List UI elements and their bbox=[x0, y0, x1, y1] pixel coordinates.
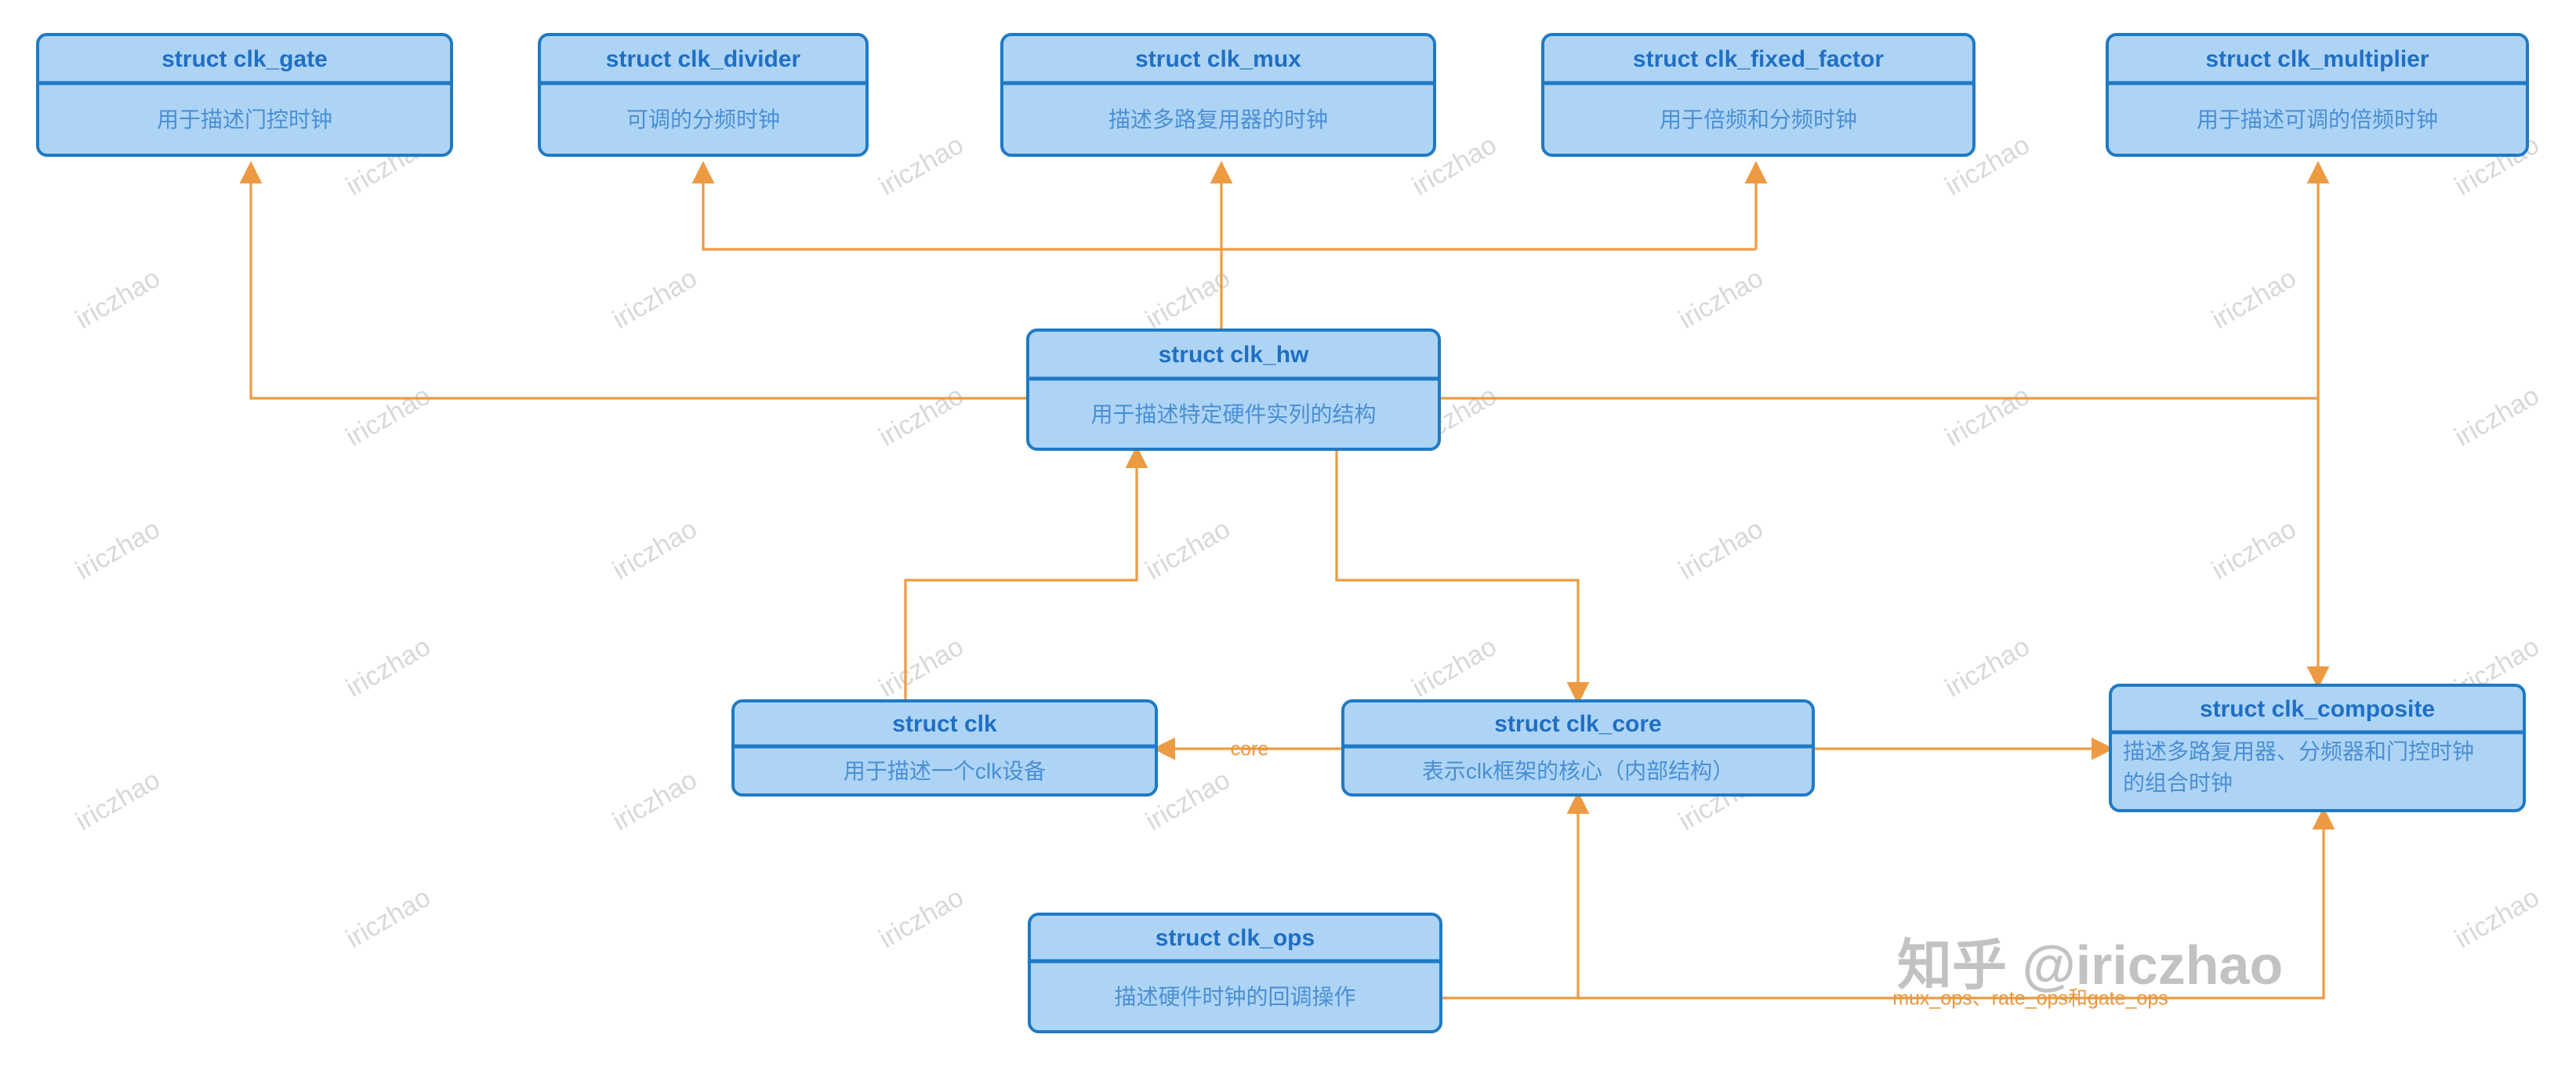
node-desc-clk_core: 表示clk框架的核心（内部结构） bbox=[1422, 759, 1734, 783]
edge-clk_ops-to-clk_composite bbox=[1578, 807, 2335, 1000]
edge-layer: core mux_ops、rate_ops和gate_ops bbox=[239, 161, 2335, 1010]
brand-watermark-text: 知乎 @iriczhao bbox=[1897, 935, 2283, 996]
node-box bbox=[36, 33, 453, 157]
node-clk_hw[interactable]: struct clk_hw 用于描述特定硬件实列的结构 bbox=[1026, 328, 1441, 451]
node-box bbox=[2106, 33, 2529, 157]
node-clk_ops[interactable]: struct clk_ops 描述硬件时钟的回调操作 bbox=[1028, 913, 1442, 1033]
node-title-clk_hw: struct clk_hw bbox=[1159, 342, 1309, 368]
node-clk[interactable]: struct clk 用于描述一个clk设备 bbox=[731, 699, 1158, 797]
node-title-clk_multiplier: struct clk_multiplier bbox=[2205, 46, 2429, 72]
node-clk_core[interactable]: struct clk_core 表示clk框架的核心（内部结构） bbox=[1341, 699, 1815, 797]
node-desc-clk_composite: 的组合时钟 bbox=[2123, 771, 2233, 795]
node-title-clk_divider: struct clk_divider bbox=[606, 46, 801, 72]
node-title-clk_fixed_factor: struct clk_fixed_factor bbox=[1633, 46, 1884, 72]
edge-clk_hw-to-clk_gate bbox=[239, 161, 1028, 400]
edge-clk_hw-to-clk_divider bbox=[691, 161, 1756, 251]
node-desc-clk_composite: 描述多路复用器、分频器和门控时钟 bbox=[2123, 739, 2474, 764]
node-box bbox=[1541, 33, 1976, 157]
node-box bbox=[538, 33, 869, 157]
node-title-clk_mux: struct clk_mux bbox=[1135, 46, 1301, 72]
node-desc-clk_gate: 用于描述门控时钟 bbox=[157, 107, 332, 132]
node-desc-clk_mux: 描述多路复用器的时钟 bbox=[1108, 107, 1328, 132]
edge-label-clk_ops-to-clk_composite: mux_ops、rate_ops和gate_ops bbox=[1892, 988, 2168, 1010]
node-box bbox=[1000, 33, 1436, 157]
node-title-clk_ops: struct clk_ops bbox=[1156, 925, 1315, 951]
node-title-clk: struct clk bbox=[892, 711, 997, 737]
edge-clk_hw-to-clk_core bbox=[1335, 449, 1590, 705]
brand-watermark: 知乎 @iriczhao bbox=[1897, 935, 2283, 996]
node-layer: struct clk_gate 用于描述门控时钟 struct clk_divide… bbox=[36, 33, 2529, 1033]
node-clk_mux[interactable]: struct clk_mux 描述多路复用器的时钟 bbox=[1000, 33, 1436, 157]
node-clk_divider[interactable]: struct clk_divider 可调的分频时钟 bbox=[538, 33, 869, 157]
node-box bbox=[1026, 328, 1441, 451]
node-desc-clk_hw: 用于描述特定硬件实列的结构 bbox=[1090, 402, 1376, 426]
node-clk_composite[interactable]: struct clk_composite 描述多路复用器、分频器和门控时钟的组合时… bbox=[2109, 684, 2526, 812]
edge-label-clk_core-to-clk: core bbox=[1231, 739, 1269, 760]
node-desc-clk: 用于描述一个clk设备 bbox=[844, 759, 1046, 783]
node-desc-clk_ops: 描述硬件时钟的回调操作 bbox=[1114, 985, 1355, 1009]
node-title-clk_gate: struct clk_gate bbox=[161, 46, 328, 72]
node-title-clk_core: struct clk_core bbox=[1494, 711, 1661, 737]
node-box bbox=[1028, 913, 1442, 1033]
node-clk_multiplier[interactable]: struct clk_multiplier 用于描述可调的倍频时钟 bbox=[2106, 33, 2529, 157]
node-desc-clk_divider: 可调的分频时钟 bbox=[626, 107, 780, 132]
node-clk_gate[interactable]: struct clk_gate 用于描述门控时钟 bbox=[36, 33, 453, 157]
edge-clk-to-clk_hw bbox=[904, 445, 1148, 701]
node-title-clk_composite: struct clk_composite bbox=[2200, 696, 2435, 722]
node-desc-clk_fixed_factor: 用于倍频和分频时钟 bbox=[1660, 107, 1857, 132]
node-clk_fixed_factor[interactable]: struct clk_fixed_factor 用于倍频和分频时钟 bbox=[1541, 33, 1976, 157]
node-box bbox=[2109, 684, 2526, 812]
node-desc-clk_multiplier: 用于描述可调的倍频时钟 bbox=[2197, 107, 2438, 132]
